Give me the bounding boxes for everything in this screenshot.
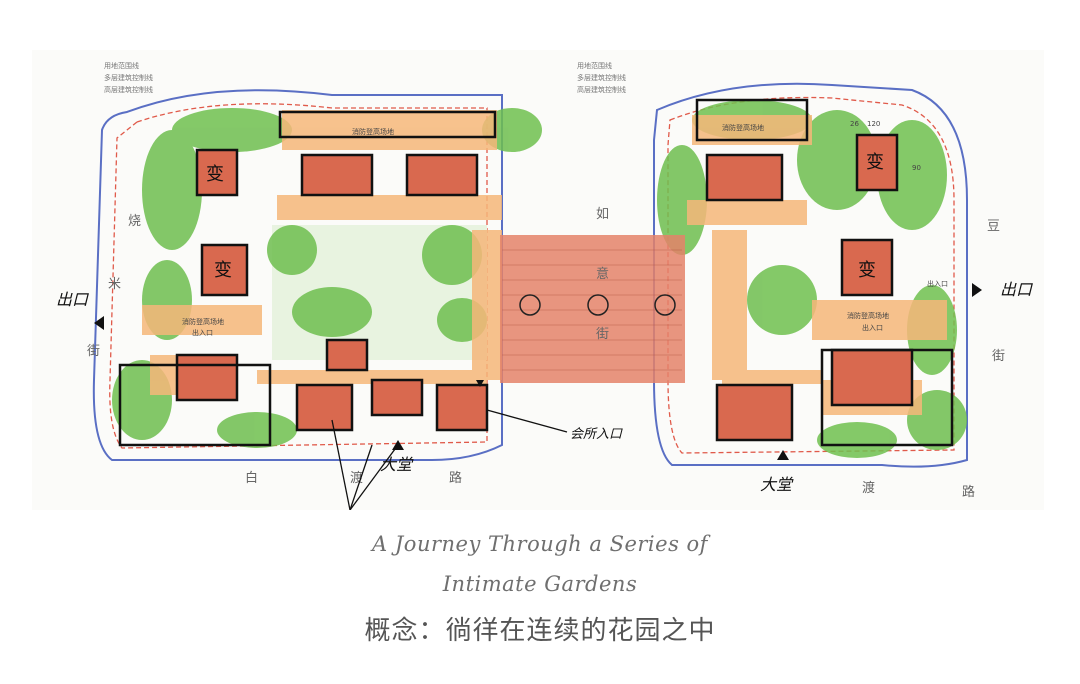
fire-access-right: 消防登高场地 bbox=[722, 123, 764, 132]
right-site-boundary bbox=[653, 82, 968, 468]
central-plaza bbox=[500, 235, 685, 383]
club-entry-arrow bbox=[476, 380, 484, 387]
site-plan-sketch: 用地范围线 多层建筑控制线 高层建筑控制线 用地范围线 多层建筑控制线 高层建筑… bbox=[32, 50, 1044, 510]
entrance-right-2: 出入口 bbox=[927, 279, 948, 288]
road-bottom-3: 路 bbox=[449, 470, 462, 486]
lobby-right-label: 大堂 bbox=[760, 475, 794, 494]
street-center-1: 如 bbox=[596, 206, 609, 222]
leader-lines bbox=[331, 409, 568, 510]
dimension-3: 90 bbox=[912, 164, 921, 172]
fire-access-left: 消防登高场地 bbox=[352, 127, 394, 136]
building-marks: 变 变 变 变 bbox=[206, 152, 884, 281]
fire-access-left-2: 消防登高场地 bbox=[182, 317, 224, 326]
entrance-left: 出入口 bbox=[192, 328, 213, 337]
dimension-1: 26 bbox=[850, 120, 859, 128]
left-entry-arrow bbox=[94, 316, 104, 330]
road-bottom-5: 路 bbox=[962, 484, 975, 500]
building-mark-3: 变 bbox=[866, 152, 884, 173]
exit-left-label: 出口 bbox=[56, 290, 89, 309]
legend-right: 用地范围线 多层建筑控制线 高层建筑控制线 bbox=[577, 61, 626, 94]
legend-right-3: 高层建筑控制线 bbox=[577, 85, 626, 94]
dimension-2: 120 bbox=[867, 120, 880, 128]
legend-right-1: 用地范围线 bbox=[577, 61, 612, 70]
street-right-2: 街 bbox=[992, 349, 1005, 364]
street-right-1: 豆 bbox=[987, 219, 1000, 234]
slab-outlines bbox=[118, 98, 954, 447]
road-bottom-4: 渡 bbox=[862, 480, 875, 496]
buildings bbox=[175, 133, 914, 442]
lobby-left-label: 大堂 bbox=[380, 455, 414, 474]
legend-right-2: 多层建筑控制线 bbox=[577, 73, 626, 82]
building-mark-4: 变 bbox=[858, 260, 876, 281]
left-setback-line bbox=[109, 103, 488, 449]
street-left-1: 烧 bbox=[128, 214, 141, 229]
street-left-3: 街 bbox=[87, 344, 100, 359]
legend-left-2: 多层建筑控制线 bbox=[104, 73, 153, 82]
legend-left-3: 高层建筑控制线 bbox=[104, 85, 153, 94]
street-center-3: 街 bbox=[596, 327, 609, 342]
entrance-right: 出入口 bbox=[862, 323, 883, 332]
lobby-arrow-right bbox=[777, 450, 789, 460]
hand-labels: 出口 出口 会所入口 大堂 大堂 bbox=[56, 280, 1033, 494]
plaza-trees bbox=[519, 294, 676, 316]
building-mark-1: 变 bbox=[206, 164, 224, 185]
street-left-2: 米 bbox=[108, 277, 121, 292]
legend-left: 用地范围线 多层建筑控制线 高层建筑控制线 bbox=[104, 61, 153, 94]
club-entrance-label: 会所入口 bbox=[570, 427, 623, 442]
fire-access-right-2: 消防登高场地 bbox=[847, 311, 889, 320]
street-center-2: 意 bbox=[596, 266, 609, 282]
plaza-hatching bbox=[502, 249, 682, 371]
legend-left-1: 用地范围线 bbox=[104, 61, 139, 70]
caption-line-2: Intimate Gardens bbox=[442, 572, 638, 596]
left-site-boundary bbox=[92, 89, 503, 461]
exit-right-label: 出口 bbox=[1000, 280, 1033, 299]
right-entry-arrow bbox=[972, 283, 982, 297]
road-bottom-1: 白 bbox=[245, 470, 258, 486]
caption-line-1: A Journey Through a Series of bbox=[372, 532, 708, 556]
caption-chinese: 概念：徜徉在连续的花园之中 bbox=[364, 616, 716, 646]
markers bbox=[94, 283, 982, 460]
building-mark-2: 变 bbox=[214, 260, 232, 281]
zone-labels: 消防登高场地 消防登高场地 出入口 消防登高场地 消防登高场地 出入口 出入口 … bbox=[182, 120, 948, 337]
street-labels: 烧 米 街 如 意 街 豆 街 白 渡 路 渡 路 bbox=[87, 206, 1005, 500]
